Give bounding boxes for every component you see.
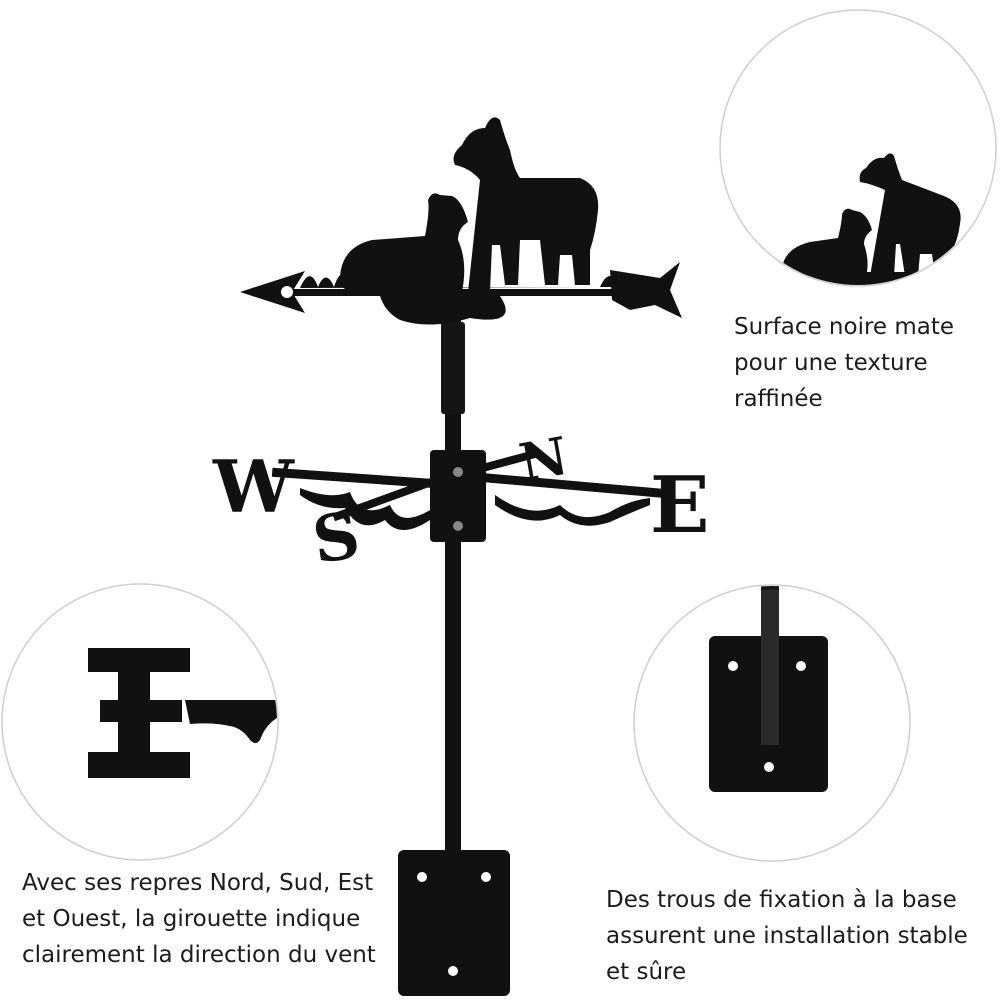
caption-line: raffinée (734, 386, 823, 412)
caption-line: et Ouest, la girouette indique (22, 906, 361, 932)
caption-directions: Avec ses repres Nord, Sud, Est et Ouest,… (22, 865, 412, 973)
detail-circle-finish (719, 9, 997, 287)
caption-line: et sûre (606, 959, 687, 985)
caption-line: Des trous de fixation à la base (606, 887, 957, 913)
caption-line: clairement la direction du vent (22, 942, 376, 968)
detail-circle-mounting (633, 584, 911, 862)
compass-letter-north: N (515, 426, 572, 494)
caption-line: pour une texture (734, 350, 928, 376)
caption-line: Avec ses repres Nord, Sud, Est (22, 870, 374, 896)
base-plate (398, 850, 510, 996)
compass-letter-south: S (308, 498, 364, 579)
detail-circle-directions (1, 583, 279, 861)
compass-letter-east: E (650, 460, 709, 551)
pole-sleeve (441, 322, 465, 414)
caption-line: assurent une installation stable (606, 923, 968, 949)
compass-arms (271, 449, 665, 542)
caption-finish: Surface noire mate pour une texture raff… (734, 309, 994, 417)
caption-mounting: Des trous de fixation à la base assurent… (606, 882, 996, 990)
compass-letter-west: W (212, 444, 295, 529)
alpaca-silhouettes (339, 117, 599, 298)
caption-line: Surface noire mate (734, 314, 955, 340)
weathervane-arrow (240, 262, 682, 325)
